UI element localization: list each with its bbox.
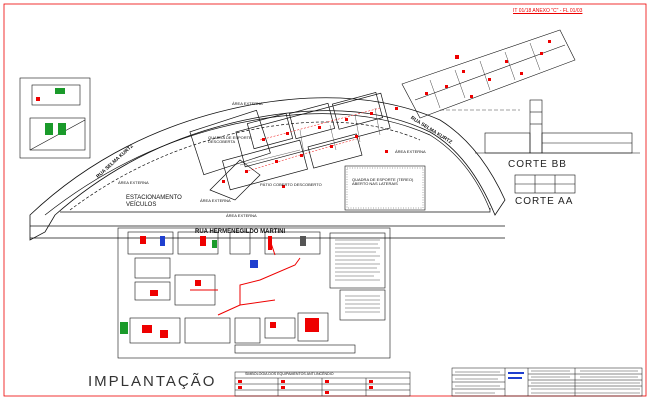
site-plan bbox=[29, 92, 506, 241]
legend-table bbox=[234, 371, 411, 397]
hydraulic-detail-sheet bbox=[117, 227, 391, 359]
pipe-runs bbox=[190, 239, 301, 316]
legend-title: SIMBOLOGIA DOS EQUIPAMENTOS ANTI-INCÊNDI… bbox=[245, 372, 334, 376]
section-bb-drawing bbox=[475, 99, 640, 154]
area-label-5: ÁREA EXTERNA bbox=[226, 213, 257, 218]
area-label-3: ÁREA EXTERNA bbox=[200, 198, 231, 203]
detail-top-left bbox=[19, 77, 91, 159]
section-bb-title: CORTE BB bbox=[508, 159, 567, 170]
court-label-3: PÁTIO COBERTO DESCOBERTO bbox=[260, 182, 322, 187]
street-label-bottom: RUA HERMENEGILDO MARTINI bbox=[195, 229, 286, 235]
sheet-reference: IT 01/18 ANEXO "C" - FL 01/03 bbox=[513, 8, 583, 14]
upper-floor-plan bbox=[401, 29, 576, 119]
section-aa-title: CORTE AA bbox=[515, 196, 574, 207]
parking-label: ESTACIONAMENTO VEÍCULOS bbox=[126, 195, 182, 208]
title-block bbox=[451, 367, 643, 397]
title-block-text-lines bbox=[455, 370, 640, 394]
court-label-1: QUADRA DE ESPORTE DESCOBERTA bbox=[208, 135, 252, 145]
upper-floor-marks bbox=[425, 40, 551, 98]
area-label-2: ÁREA EXTERNA bbox=[118, 180, 149, 185]
area-label-1: ÁREA EXTERNA bbox=[232, 101, 263, 106]
area-label-4: ÁREA EXTERNA bbox=[395, 149, 426, 154]
sheet-title: IMPLANTAÇÃO bbox=[88, 373, 217, 390]
spec-text-lines bbox=[335, 239, 380, 313]
section-aa-drawing bbox=[514, 174, 576, 194]
sheet-symbols bbox=[120, 236, 319, 338]
title-block-blue-marks bbox=[508, 372, 524, 379]
legend-symbols bbox=[238, 380, 373, 394]
court-label-2: QUADRA DE ESPORTE (TEREO) ABERTO NAS LAT… bbox=[352, 177, 414, 187]
